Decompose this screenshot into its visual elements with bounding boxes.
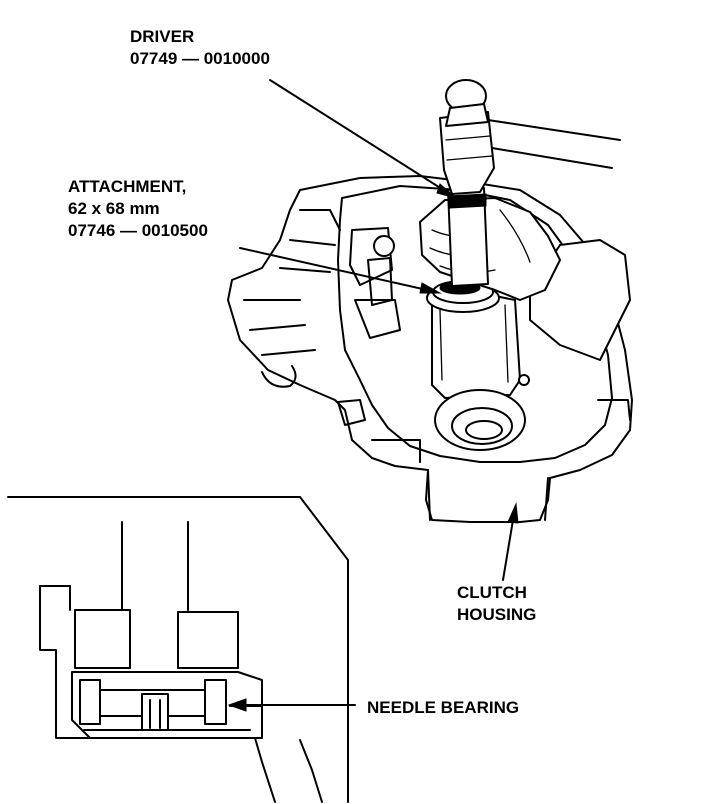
needle-bearing-inset [7,496,349,803]
clutch-housing-arrowhead [507,502,519,524]
attachment-arrowhead [419,282,442,294]
driver-name: DRIVER [130,27,195,46]
driver-arrowhead [436,183,457,199]
attachment-size: 62 x 68 mm [68,199,160,218]
clutch-housing-line2: HOUSING [457,605,537,624]
driver-leader-line [269,79,454,197]
needle-bearing-name: NEEDLE BEARING [367,698,520,717]
driver-tool [439,79,621,287]
needle-bearing-arrowhead [227,698,247,712]
attachment-label: ATTACHMENT, 62 x 68 mm 07746 — 0010500 [68,176,208,242]
leader-lines [227,79,519,712]
needle-bearing-label: NEEDLE BEARING [367,697,519,719]
clutch-housing-label: CLUTCH HOUSING [457,582,536,626]
attachment-part-number: 07746 — 0010500 [68,221,208,240]
attachment-name: ATTACHMENT, [68,177,187,196]
attachment-leader-line [239,247,437,293]
driver-label: DRIVER 07749 — 0010000 [130,26,270,70]
driver-part-number: 07749 — 0010000 [130,49,270,68]
clutch-housing-line1: CLUTCH [457,583,527,602]
